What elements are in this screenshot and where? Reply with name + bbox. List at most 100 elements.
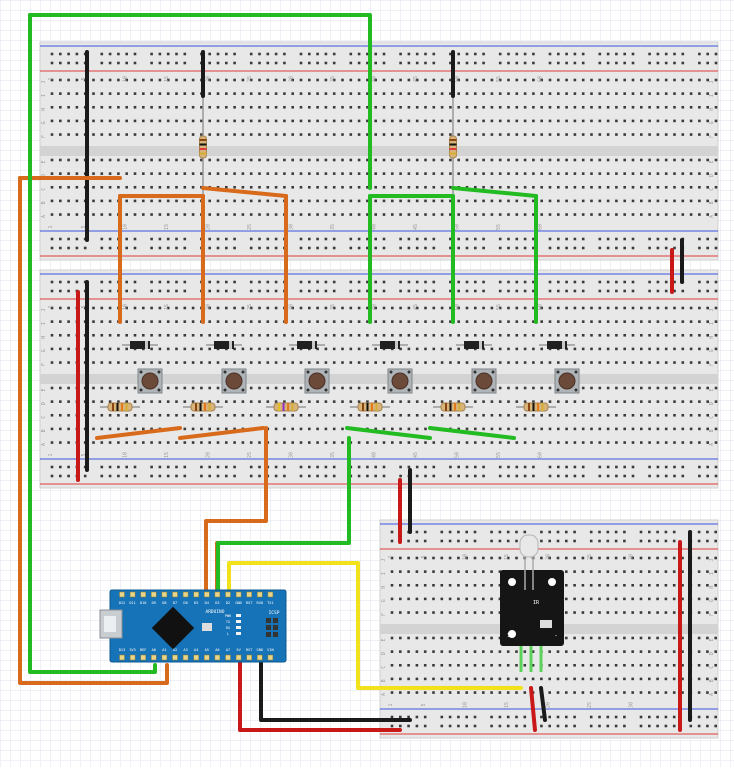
hole [606,556,610,560]
hole [573,583,576,587]
hole [366,280,369,284]
hole [664,280,668,284]
hole [133,333,137,337]
hole [50,465,54,469]
resistor-band [528,403,530,411]
hole [341,441,344,444]
hole [399,691,402,694]
hole [465,386,469,390]
hole [598,333,602,337]
hole [457,333,460,337]
hole [382,119,386,123]
hole [357,199,361,203]
hole [166,333,170,337]
hole [299,361,303,364]
hole [166,246,170,250]
hole [50,333,54,337]
hole [523,246,527,250]
hole [241,78,245,82]
hole [216,280,220,284]
hole [457,133,460,136]
hole [415,650,419,653]
hole [698,413,701,417]
hole [366,361,369,364]
wire-red [238,658,402,732]
resistor-band [116,403,119,411]
pin-label-top: RST [246,601,253,605]
hole [200,465,203,469]
hole [606,61,610,65]
hole [266,92,270,95]
hole [59,61,62,65]
hole [689,133,693,136]
hole [507,474,510,478]
hole [316,474,319,478]
hole [100,92,104,95]
hole [249,133,253,136]
hole [557,427,560,431]
hole [581,347,585,351]
hole [241,105,245,109]
hole [540,386,543,390]
hole [374,289,377,293]
hole [664,61,668,65]
hole [208,474,211,478]
hole [75,213,79,216]
column-label: 45 [413,304,419,310]
hole [258,172,261,175]
hole [308,237,311,241]
hole [349,185,353,189]
hole [581,361,585,364]
resistor-band [287,403,289,411]
hole [664,361,668,364]
hole [432,280,436,284]
resistor-band [121,403,123,411]
hole [92,400,95,403]
hole [473,636,477,640]
hole [349,92,353,95]
hole [432,119,436,123]
hole [598,570,601,573]
hole [515,677,518,681]
hole [150,199,153,203]
hole [606,691,610,694]
hole [266,172,270,175]
hole [672,539,676,543]
hole [75,105,79,109]
hole [249,52,253,56]
hole [465,427,469,431]
hole [274,361,278,364]
hole [399,361,402,364]
hole [449,172,452,175]
hole [415,213,419,216]
hole [565,61,568,65]
hole [166,61,170,65]
hole [374,347,377,351]
hole [407,246,411,250]
hole [548,52,552,56]
hole [133,441,137,444]
hole [623,199,626,203]
hole [324,78,328,82]
hole [714,724,717,728]
hole [92,78,95,82]
hole [548,465,552,469]
hole [590,92,593,95]
hole [506,650,510,653]
hole [557,92,560,95]
hole [299,213,303,216]
hole [664,724,668,728]
hole [557,119,560,123]
diode-icon [539,341,575,349]
diode-body [130,341,150,349]
hole [606,92,610,95]
hole [432,441,436,444]
hole [506,677,510,681]
hole [448,583,452,587]
hole [698,465,701,469]
hole [208,441,211,444]
hole [208,280,211,284]
hole [125,133,128,136]
row-label: I [709,94,715,97]
hole [266,61,270,65]
